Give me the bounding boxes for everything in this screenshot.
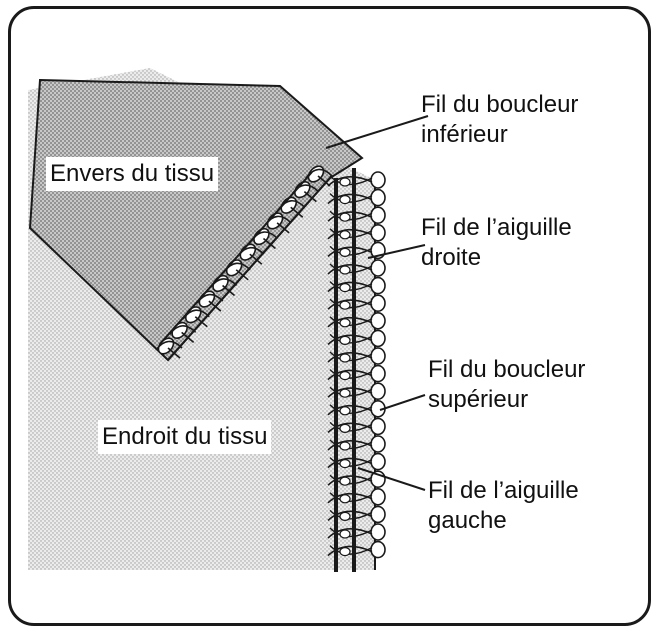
vertical-stitch [327,241,386,260]
vertical-stitch [327,452,386,471]
leader-right-needle [367,244,426,259]
vertical-stitch [327,417,386,436]
vertical-stitch [327,294,386,313]
upper-looper-label: Fil du boucleur supérieur [428,355,585,415]
wrong-side-label: Envers du tissu [46,157,219,191]
leader-lines [325,115,429,491]
diagonal-needle-thread [159,171,313,345]
right-needle-label: Fil de l’aiguille droite [421,213,572,273]
right-needle-label-line1: Fil de l’aiguille [421,214,572,241]
vertical-stitch [327,276,386,295]
left-needle-label-line1: Fil de l’aiguille [428,477,579,504]
vertical-stitch [327,329,386,348]
vertical-stitch [327,523,386,541]
upper-looper-label-line1: Fil du boucleur [428,356,586,383]
vertical-stitch [327,470,386,489]
vertical-stitch [327,188,386,207]
left-needle-label-line2: gauche [428,507,507,534]
vertical-stitch [327,347,386,365]
vertical-stitch [327,259,386,277]
vertical-stitch [327,435,386,453]
vertical-stitch [327,224,386,242]
vertical-stitch [327,311,386,330]
vertical-overlock-seam [327,168,386,572]
left-needle-label: Fil de l’aiguille gauche [428,476,579,536]
lower-looper-label-line2: inférieur [421,121,508,148]
right-side-label: Endroit du tissu [98,420,272,454]
leader-left-needle [357,467,426,491]
vertical-stitch [327,206,386,224]
vertical-stitch [327,540,386,559]
vertical-stitch [327,505,386,524]
lower-looper-label: Fil du boucleur inférieur [421,90,578,150]
right-needle-label-line2: droite [421,244,482,271]
diagonal-overlock-stitches [155,165,333,359]
lower-looper-label-line1: Fil du boucleur [421,91,579,118]
leader-lower-looper [325,115,429,149]
upper-looper-label-line2: supérieur [428,386,529,413]
vertical-stitch [327,487,386,506]
leader-upper-looper [379,394,426,411]
vertical-stitch [327,171,386,189]
vertical-stitch [327,364,386,383]
diagonal-stitch [278,196,306,218]
vertical-stitch [327,399,386,418]
vertical-stitch [327,382,386,401]
